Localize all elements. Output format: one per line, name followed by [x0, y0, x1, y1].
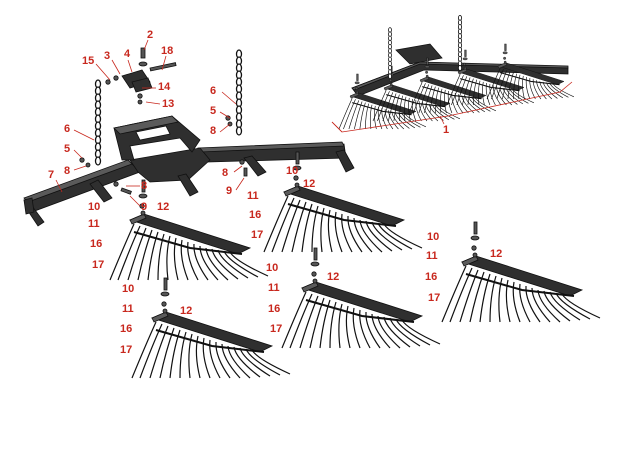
callout-17: 17 [120, 344, 133, 356]
callout-12: 12 [180, 305, 193, 317]
callout-17: 17 [251, 229, 264, 241]
callout-2: 2 [147, 29, 154, 41]
main-frame [23, 115, 355, 227]
callout-10: 10 [286, 165, 299, 177]
callout-8: 8 [210, 125, 217, 137]
callout-10: 10 [88, 201, 101, 213]
assembly-dimension-box [331, 121, 343, 133]
callout-18: 18 [161, 45, 174, 57]
callout-6: 6 [64, 123, 71, 135]
callout-10: 10 [266, 262, 279, 274]
callout-16: 16 [90, 238, 103, 250]
callout-16: 16 [249, 209, 262, 221]
callout-12: 12 [490, 248, 503, 260]
callout-16: 16 [268, 303, 281, 315]
callout-6: 6 [210, 85, 217, 97]
callout-10: 10 [122, 283, 135, 295]
callout-11: 11 [122, 303, 134, 315]
callout-8: 8 [141, 180, 148, 192]
callout-17: 17 [428, 292, 441, 304]
callout-16: 16 [120, 323, 133, 335]
callout-8: 8 [222, 167, 229, 179]
callout-14: 14 [158, 81, 171, 93]
callout-17: 17 [92, 259, 105, 271]
callout-5: 5 [210, 105, 217, 117]
callout-12: 12 [327, 271, 340, 283]
callout-1: 1 [443, 124, 450, 136]
callout-9: 9 [226, 185, 233, 197]
assembled-rake-view [331, 14, 575, 133]
callout-12: 12 [303, 178, 316, 190]
callout-11: 11 [247, 190, 259, 202]
chain-hardware [79, 115, 248, 195]
callout-4: 4 [124, 48, 131, 60]
callout-15: 15 [82, 55, 95, 67]
callout-11: 11 [88, 218, 100, 230]
callout-10: 10 [427, 231, 440, 243]
callout-8: 8 [64, 165, 71, 177]
callout-5: 5 [64, 143, 71, 155]
callout-11: 11 [426, 250, 438, 262]
callout-9: 9 [141, 201, 148, 213]
leader-lines [55, 39, 245, 207]
callout-12: 12 [157, 201, 170, 213]
callout-16: 16 [425, 271, 438, 283]
callout-7: 7 [48, 169, 55, 181]
callout-11: 11 [268, 282, 280, 294]
callout-13: 13 [162, 98, 175, 110]
callout-3: 3 [104, 50, 111, 62]
callout-17: 17 [270, 323, 283, 335]
